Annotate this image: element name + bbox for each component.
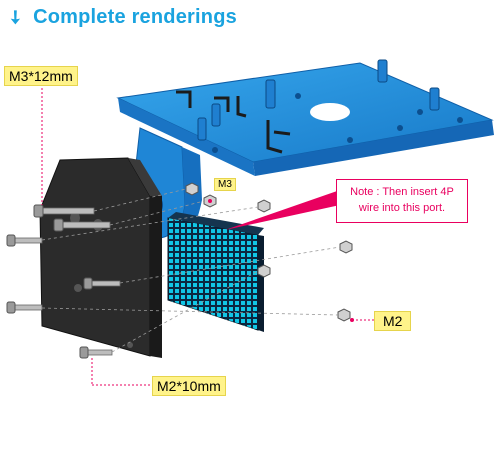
standoffs [197,59,440,141]
screw-m2-left-1 [6,234,43,247]
nuts [185,182,353,322]
m3-marker-dot [208,199,212,203]
note-line-2: wire into this port. [358,202,446,214]
note-line-1: Note : Then insert 4P [350,186,454,198]
screw-m2-panel [83,277,121,290]
callout-lines [41,84,374,386]
page-title: Complete renderings [33,5,237,28]
assembly-guide-lines [41,188,341,353]
note-callout: Note : Then insert 4P wire into this por… [336,179,468,223]
label-m3: M3 [214,178,236,191]
section-header: ➘ Complete renderings [3,4,237,30]
angle-brackets [176,90,291,154]
label-m2: M2 [374,311,412,331]
note-pointer [225,190,340,230]
black-panel [39,157,162,358]
screw-m2x10 [79,346,113,359]
screw-m2-left-2 [6,301,43,314]
label-m3x12: M3*12mm [4,66,78,86]
label-m2x10: M2*10mm [152,376,226,396]
led-matrix-module [167,212,264,332]
